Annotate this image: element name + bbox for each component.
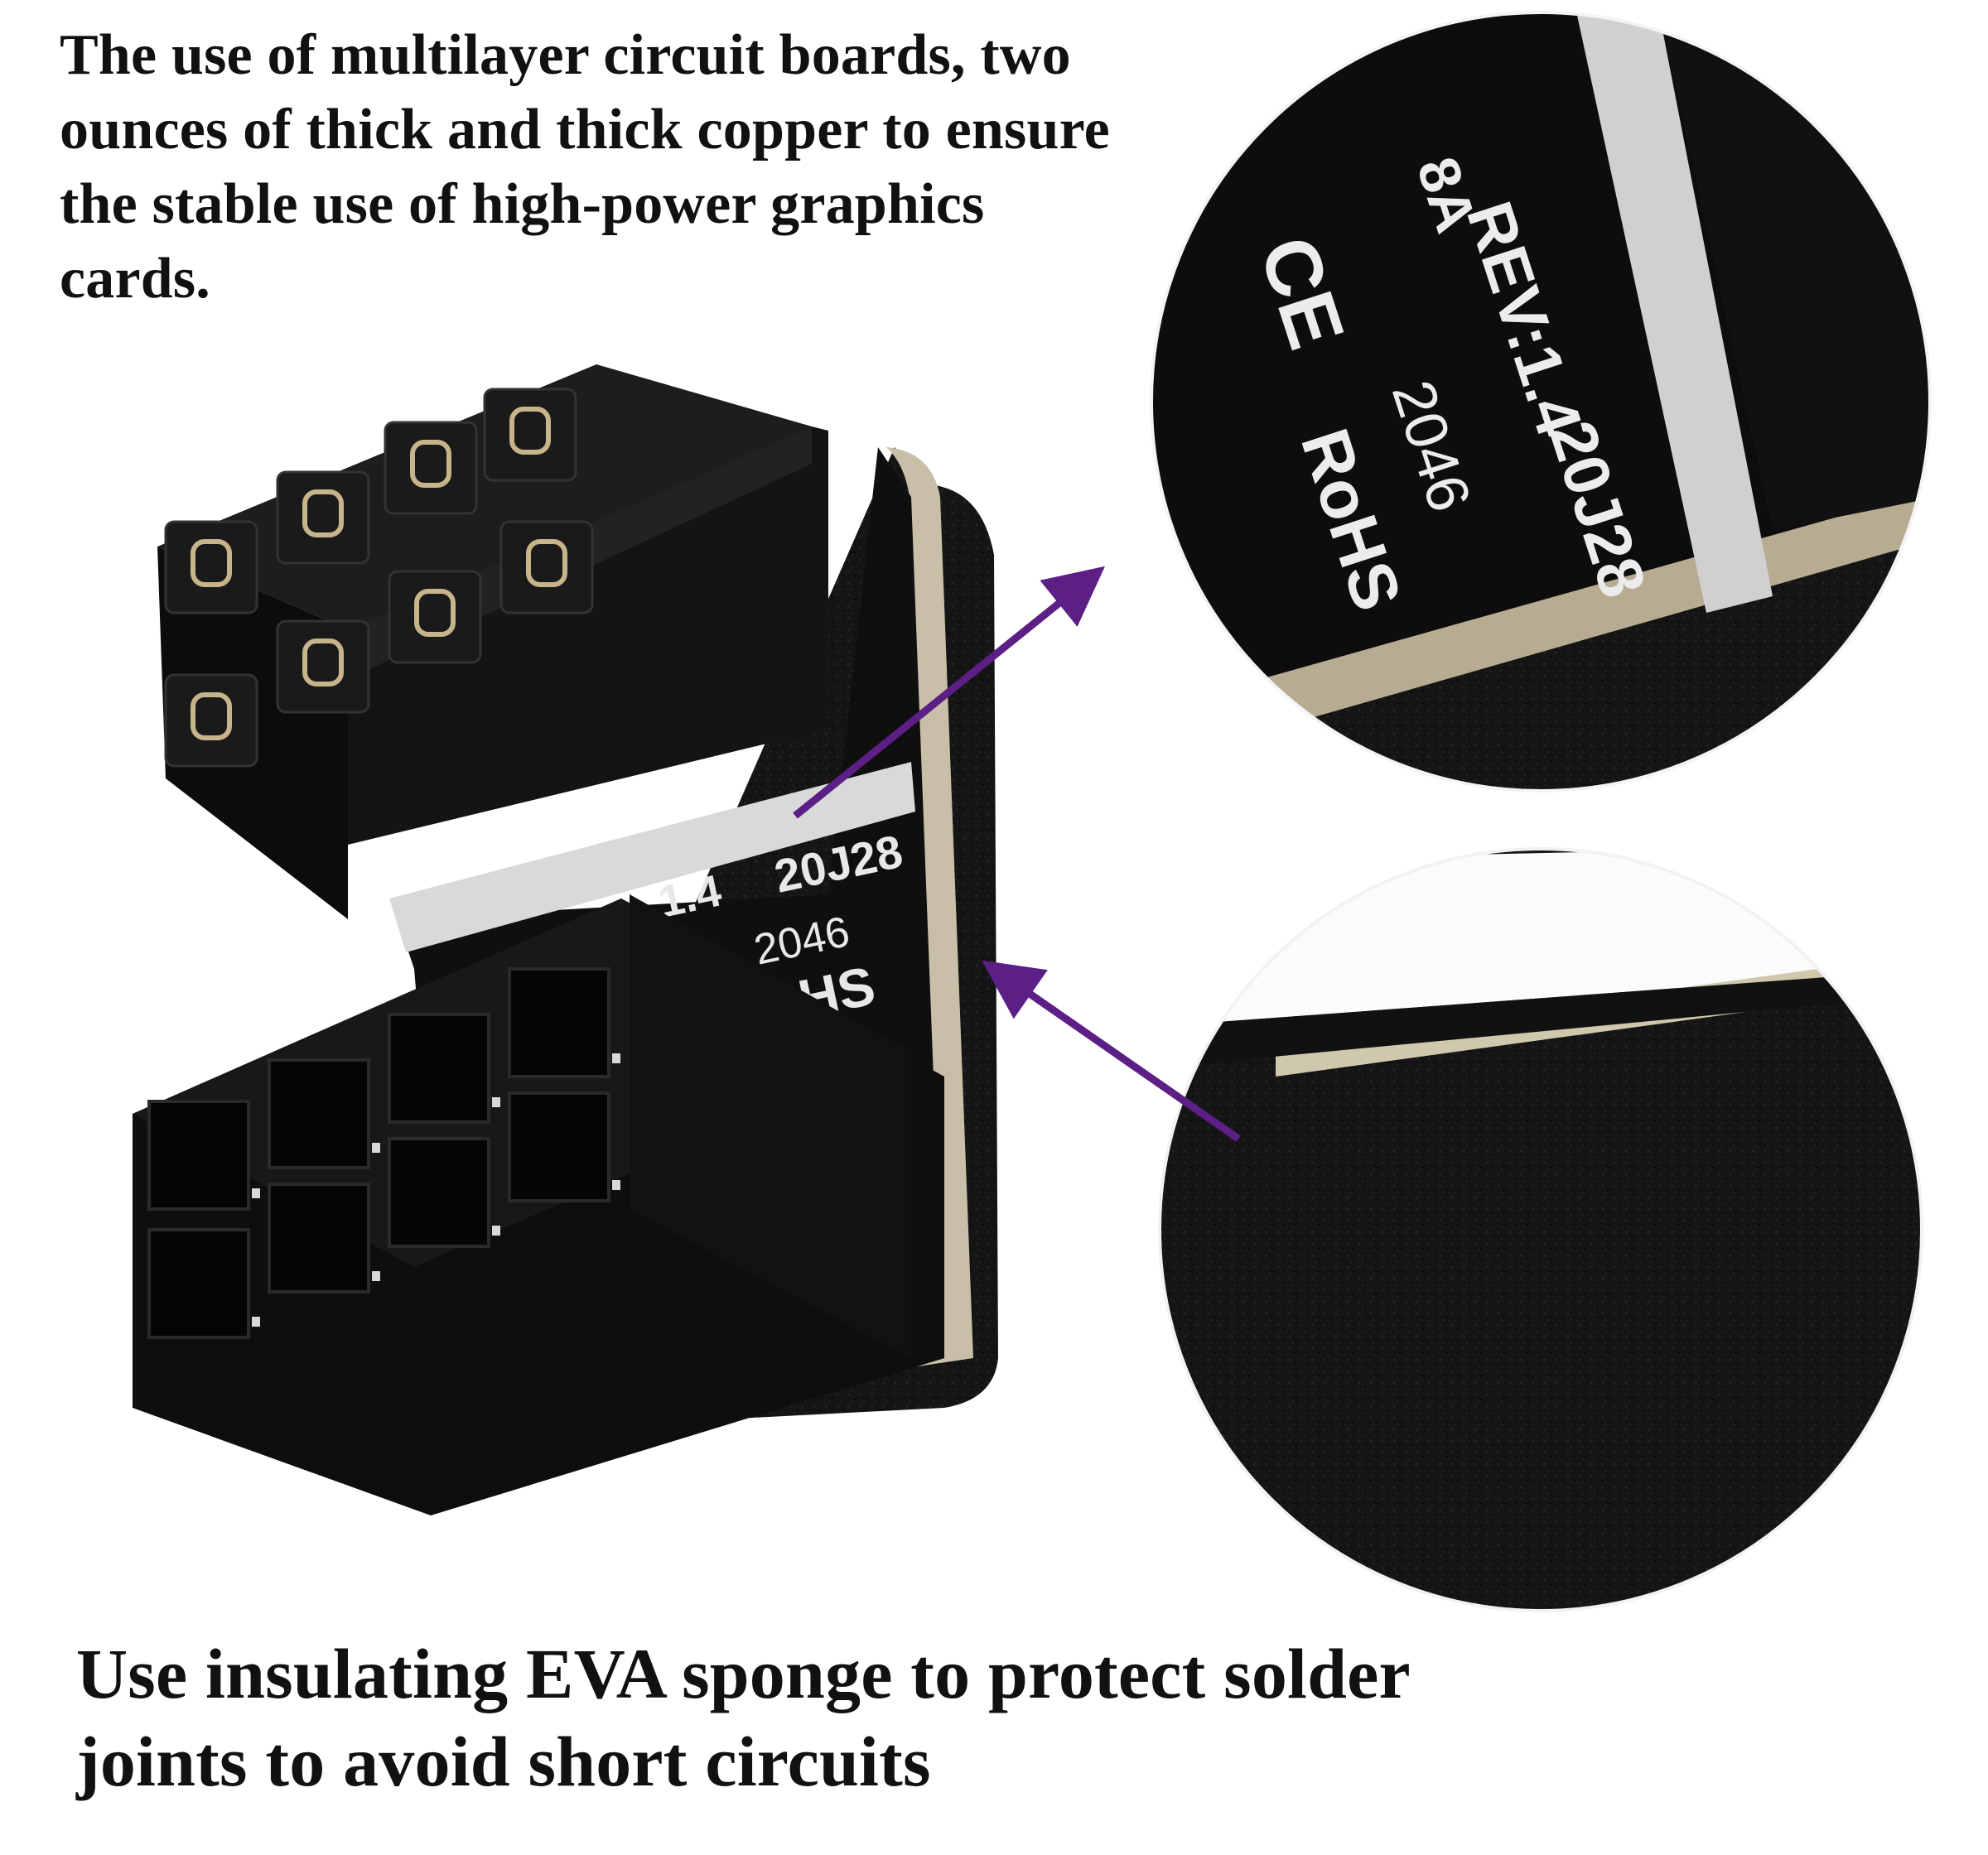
caption-top: The use of multilayer circuit boards, tw…: [60, 23, 1110, 311]
socket-cavities: [147, 967, 610, 1339]
zoom-pcb-frame: [1150, 11, 1932, 793]
caption-bottom: Use insulating EVA sponge to protect sol…: [76, 1634, 1410, 1801]
pcb-stripe: [389, 762, 915, 952]
zoom-sponge-detail: [1160, 849, 1922, 1611]
zoom-pcb-detail: 8A REV:1.4 2046 20J28 RoHS CE: [1151, 12, 1930, 791]
pin-housings: [164, 388, 594, 768]
zoom-sponge-frame: [1158, 847, 1923, 1612]
connector-lower: [133, 894, 944, 1515]
arrow-to-pcb-zoom: [793, 566, 1106, 819]
arrow-to-sponge-layer: [982, 960, 1241, 1142]
adapter-photo: 1.4 20J28 2046 HS: [133, 364, 998, 1515]
connector-upper: [157, 364, 828, 919]
socket-pins: [252, 1053, 620, 1327]
pcb-edge: [451, 447, 973, 1433]
